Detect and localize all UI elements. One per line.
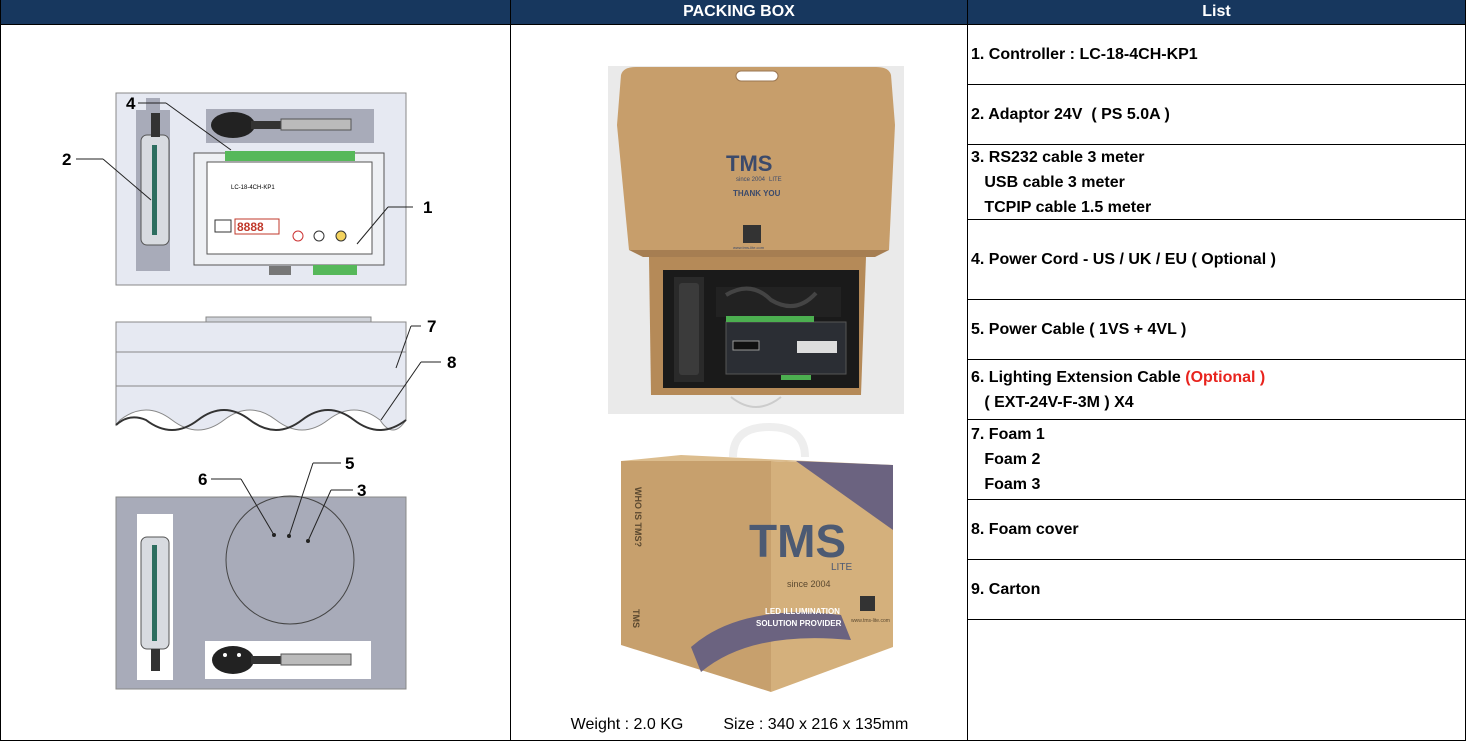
closed-box-photo: TMS LITE since 2004 LED ILLUMINATION SOL… bbox=[621, 422, 893, 692]
box-website-lid: www.tms-lite.com bbox=[733, 245, 765, 250]
list-item: 3. RS232 cable 3 meter USB cable 3 meter… bbox=[968, 145, 1465, 220]
terminal-block-bottom bbox=[313, 265, 357, 275]
plug bbox=[211, 112, 255, 138]
foam-layer-2 bbox=[115, 351, 407, 387]
callout-1: 1 bbox=[423, 198, 432, 217]
box-specs: Weight : 2.0 KG Size : 340 x 216 x 135mm bbox=[511, 716, 968, 740]
display-digits: 8888 bbox=[237, 220, 264, 234]
size-text: Size : 340 x 216 x 135mm bbox=[723, 716, 909, 733]
box-brand-lid: TMS bbox=[726, 151, 772, 176]
list-item: 4. Power Cord - US / UK / EU ( Optional … bbox=[968, 220, 1465, 300]
box-since-front: since 2004 bbox=[787, 579, 831, 589]
list-item: 5. Power Cable ( 1VS + 4VL ) bbox=[968, 300, 1465, 360]
box-side-brand: TMS bbox=[631, 609, 641, 628]
cable-coil-area bbox=[225, 495, 355, 625]
packing-diagram: LC-18-4CH-KP1 8888 4 2 1 bbox=[62, 92, 456, 690]
box-photos: TMS since 2004 LITE THANK YOU www.tms-li… bbox=[608, 66, 904, 692]
box-since-lid: since 2004 bbox=[736, 177, 766, 183]
left-header bbox=[1, 0, 510, 25]
callout-3: 3 bbox=[357, 481, 366, 500]
box-slogan-1: LED ILLUMINATION bbox=[765, 607, 840, 616]
list-item: 8. Foam cover bbox=[968, 500, 1465, 560]
box-sub-front: LITE bbox=[831, 562, 852, 573]
weight-text: Weight : 2.0 KG bbox=[570, 716, 684, 733]
list-item: 1. Controller : LC-18-4CH-KP1 bbox=[968, 25, 1465, 85]
callout-5: 5 bbox=[345, 454, 354, 473]
list-item: 9. Carton bbox=[968, 560, 1465, 620]
diagram-column: LC-18-4CH-KP1 8888 4 2 1 bbox=[0, 0, 511, 741]
callout-6: 6 bbox=[198, 470, 207, 489]
open-box-photo: TMS since 2004 LITE THANK YOU www.tms-li… bbox=[608, 66, 904, 414]
packing-box-column: PACKING BOX TMS since 2004 LITE THANK YO… bbox=[511, 0, 968, 741]
foam-cover bbox=[115, 385, 407, 431]
box-slogan-2: SOLUTION PROVIDER bbox=[756, 619, 842, 628]
box-sub-lid: LITE bbox=[769, 177, 782, 183]
terminal-block-top bbox=[225, 151, 355, 161]
right-header: List bbox=[968, 0, 1465, 25]
callout-8: 8 bbox=[447, 353, 456, 372]
box-side-text: WHO IS TMS? bbox=[633, 487, 643, 547]
callout-4: 4 bbox=[126, 94, 136, 113]
controller bbox=[206, 161, 373, 255]
middle-header: PACKING BOX bbox=[511, 0, 967, 25]
box-website-front: www.tms-lite.com bbox=[851, 618, 890, 624]
foam-layer-1 bbox=[115, 321, 407, 353]
callout-2: 2 bbox=[62, 150, 71, 169]
box-brand-front: TMS bbox=[749, 515, 846, 567]
optional-tag: (Optional ) bbox=[1185, 368, 1266, 386]
list-column: List 1. Controller : LC-18-4CH-KP1 2. Ad… bbox=[968, 0, 1466, 741]
callout-7: 7 bbox=[427, 317, 436, 336]
list-item: 6. Lighting Extension Cable (Optional ) … bbox=[968, 360, 1465, 420]
list-item: 7. Foam 1 Foam 2 Foam 3 bbox=[968, 420, 1465, 500]
thank-you-text: THANK YOU bbox=[733, 189, 781, 198]
list-item: 2. Adaptor 24V ( PS 5.0A ) bbox=[968, 85, 1465, 145]
controller-label: LC-18-4CH-KP1 bbox=[231, 185, 275, 191]
